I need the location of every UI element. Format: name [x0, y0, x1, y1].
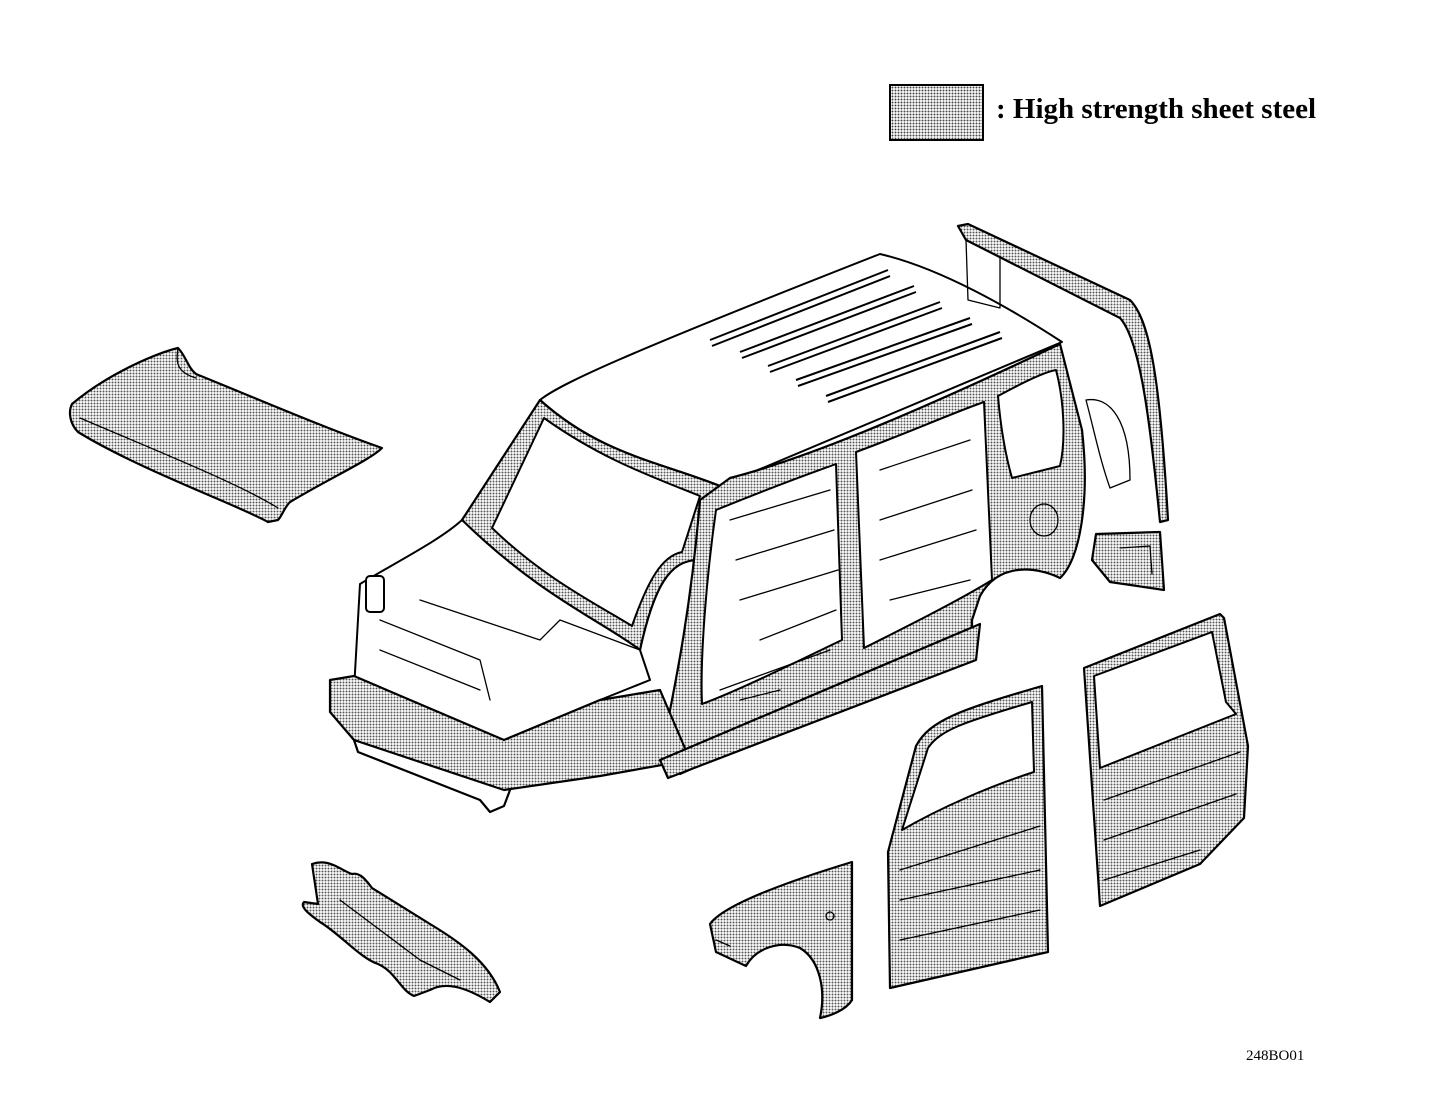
front-fender [708, 860, 854, 1020]
front-door [886, 684, 1050, 990]
back-door-opening [956, 222, 1170, 524]
body-shell [328, 253, 1086, 814]
legend-label: : High strength sheet steel [996, 93, 1317, 125]
legend-swatch [889, 84, 984, 141]
dash-cross-member [301, 861, 502, 1004]
figure-code: 248BO01 [1246, 1048, 1305, 1064]
hood-panel [68, 346, 384, 524]
rear-door [1082, 612, 1250, 908]
quarter-panel-lower [1090, 530, 1166, 592]
